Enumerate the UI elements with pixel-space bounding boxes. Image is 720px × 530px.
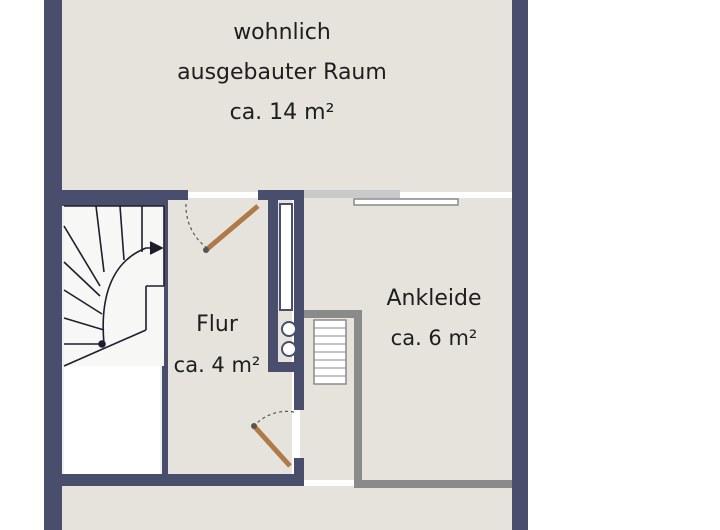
shaft-pipe-lower (281, 341, 297, 357)
wall-shaft-left (268, 190, 278, 370)
shaft-pipe-upper (281, 321, 297, 337)
shaft-duct (279, 203, 293, 311)
sliding-door-panel (353, 198, 459, 206)
wall-shaft-bottom (268, 362, 304, 372)
door-upper (185, 203, 260, 253)
wall-top-mid-segment (258, 190, 304, 200)
wall-stair-top (62, 198, 166, 206)
wall-stair-right (162, 190, 168, 482)
wall-hall-right-lower (294, 458, 304, 484)
label-hall-area: ca. 4 m² (174, 353, 261, 377)
label-closet-name: Ankleide (387, 286, 482, 311)
label-main-room-line1: wohnlich (233, 20, 331, 45)
floor-main-room (62, 0, 512, 192)
staircase (63, 205, 165, 474)
closet-partition-vertical (354, 310, 362, 488)
label-main-room-line2: ausgebauter Raum (177, 60, 387, 85)
floor-bottom-strip (62, 486, 512, 530)
label-closet-area: ca. 6 m² (391, 326, 478, 350)
label-main-room-area: ca. 14 m² (230, 100, 335, 125)
wall-top-left-segment (62, 190, 188, 200)
closet-partition-bottom (354, 480, 512, 488)
closet-partition-top (304, 310, 354, 318)
label-hall-name: Flur (196, 312, 239, 337)
door-lower (251, 410, 295, 468)
wall-bottom (62, 474, 304, 486)
attic-ladder (313, 319, 347, 385)
sliding-door-track (304, 190, 400, 198)
wall-shaft-right (294, 190, 304, 410)
outer-wall-right (512, 0, 528, 530)
outer-wall-left (44, 0, 62, 530)
